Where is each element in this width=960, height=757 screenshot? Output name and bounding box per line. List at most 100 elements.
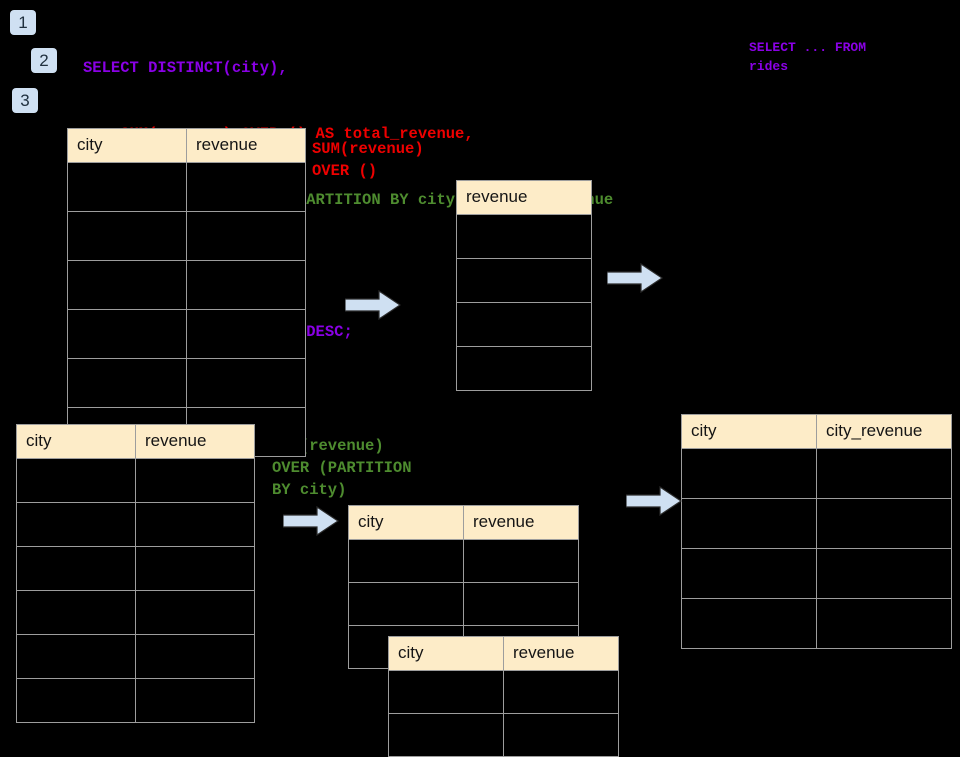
table-cell (16, 634, 136, 679)
table-row (67, 260, 306, 310)
table-cell (456, 302, 592, 347)
table-cell (348, 539, 464, 583)
column-header-revenue: revenue (503, 636, 619, 671)
table-row (456, 346, 592, 391)
arrow-total-revenue-to-result-icon (607, 263, 663, 293)
column-header-city: city (348, 505, 464, 540)
table-header-row: revenue (456, 180, 592, 215)
table-cell (186, 309, 306, 359)
column-header-city: city (681, 414, 817, 449)
table-cell (503, 670, 619, 714)
table-cell (348, 582, 464, 626)
table-row (67, 211, 306, 261)
table-cell (816, 448, 952, 499)
table-cell (816, 498, 952, 549)
table-rides-bottom: city revenue (16, 424, 255, 723)
table-cell (67, 260, 187, 310)
table-cell (16, 678, 136, 723)
table-total-revenue: revenue (456, 180, 592, 391)
table-body (681, 448, 952, 649)
table-cell (135, 678, 255, 723)
table-cell (67, 211, 187, 261)
column-header-city: city (67, 128, 187, 163)
table-cell (681, 498, 817, 549)
table-row (67, 162, 306, 212)
table-row (16, 458, 255, 503)
column-header-revenue: revenue (463, 505, 579, 540)
table-cell (681, 598, 817, 649)
source-query-annotation: SELECT ... FROM rides (749, 40, 867, 74)
table-row (681, 498, 952, 549)
table-body (67, 162, 306, 457)
table-cell (186, 162, 306, 212)
table-cell (16, 546, 136, 591)
table-row (16, 678, 255, 723)
table-row (456, 302, 592, 347)
step-badge-3: 3 (12, 88, 38, 113)
table-row (16, 502, 255, 547)
table-cell (67, 162, 187, 212)
city-revenue-annotation: SUM(revenue) OVER (PARTITION BY city) (272, 437, 412, 499)
table-cell (816, 598, 952, 649)
table-cell (456, 214, 592, 259)
arrow-partition-to-result-icon (626, 486, 682, 516)
table-cell (681, 448, 817, 499)
table-cell (816, 548, 952, 599)
table-row (67, 309, 306, 359)
step-badge-2-label: 2 (39, 51, 49, 70)
table-row (67, 358, 306, 408)
table-cell (16, 590, 136, 635)
table-header-row: city revenue (67, 128, 306, 163)
column-header-city: city (16, 424, 136, 459)
table-row (456, 214, 592, 259)
table-cell (135, 634, 255, 679)
table-cell (456, 258, 592, 303)
step-badge-3-label: 3 (20, 91, 30, 110)
table-cell (135, 546, 255, 591)
diagram-canvas: 1 2 3 SELECT DISTINCT(city), SUM(revenue… (10, 10, 952, 757)
table-cell (463, 582, 579, 626)
table-partition-group-front: city revenue (388, 636, 619, 757)
step-badge-1-label: 1 (18, 13, 28, 32)
table-header-row: city revenue (388, 636, 619, 671)
table-rides-top: city revenue (67, 128, 306, 457)
column-header-revenue: revenue (186, 128, 306, 163)
table-cell (16, 458, 136, 503)
table-row (348, 539, 579, 583)
table-row (16, 590, 255, 635)
sql-line-select: SELECT DISTINCT(city), (83, 59, 288, 77)
table-cell (135, 458, 255, 503)
table-cell (16, 502, 136, 547)
table-cell (388, 670, 504, 714)
step-badge-1: 1 (10, 10, 36, 35)
table-cell (463, 539, 579, 583)
table-cell (456, 346, 592, 391)
table-cell (186, 211, 306, 261)
table-row (348, 582, 579, 626)
table-cell (135, 590, 255, 635)
table-cell (67, 309, 187, 359)
table-body (16, 458, 255, 723)
column-header-revenue: revenue (456, 180, 592, 215)
column-header-city-revenue: city_revenue (816, 414, 952, 449)
table-row (388, 670, 619, 714)
table-row (681, 548, 952, 599)
table-row (456, 258, 592, 303)
table-header-row: city city_revenue (681, 414, 952, 449)
table-header-row: city revenue (348, 505, 579, 540)
table-header-row: city revenue (16, 424, 255, 459)
arrow-rides-to-partition-icon (283, 506, 339, 536)
table-row (16, 634, 255, 679)
table-cell (135, 502, 255, 547)
table-row (681, 448, 952, 499)
table-cell (681, 548, 817, 599)
total-revenue-annotation: SUM(revenue) OVER () (312, 140, 424, 180)
table-cell (186, 358, 306, 408)
table-cell (67, 358, 187, 408)
column-header-city: city (388, 636, 504, 671)
table-row (16, 546, 255, 591)
table-result: city city_revenue (681, 414, 952, 649)
table-body (456, 214, 592, 391)
table-cell (186, 260, 306, 310)
step-badge-2: 2 (31, 48, 57, 73)
